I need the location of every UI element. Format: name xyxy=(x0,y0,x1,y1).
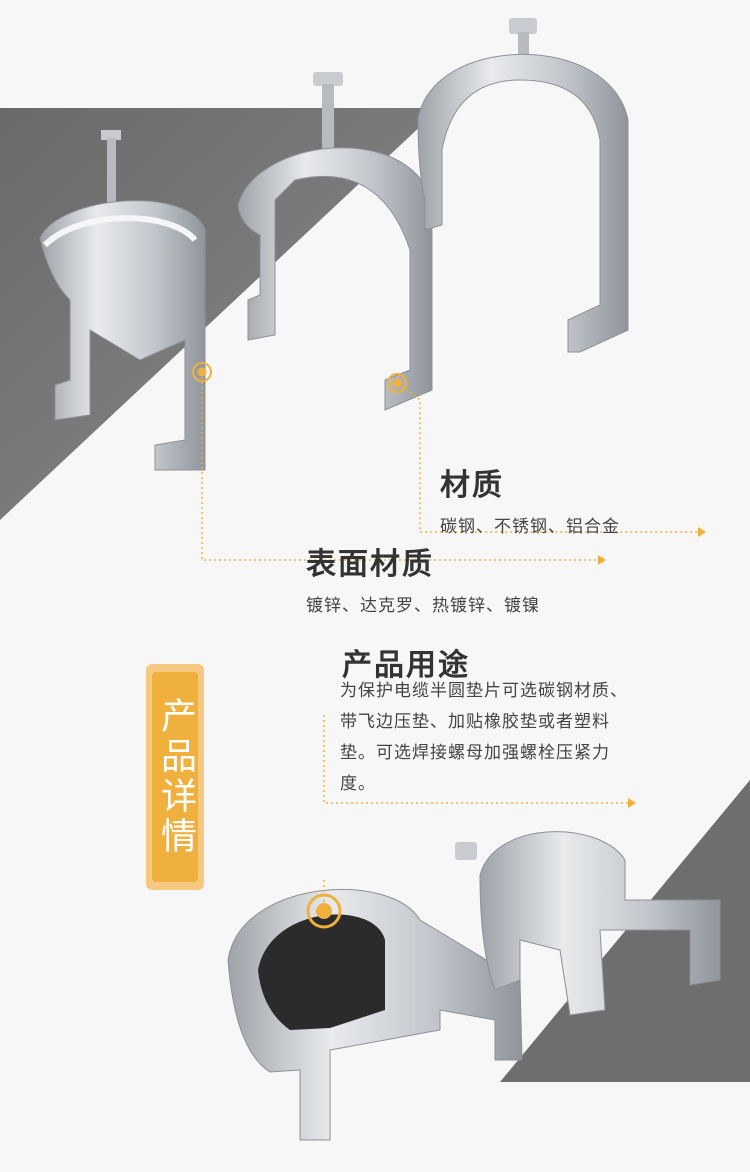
product-detail-tag: 产品详情 xyxy=(146,664,204,890)
surface-feature: 表面材质 镀锌、达克罗、热镀锌、镀镍 xyxy=(306,539,540,616)
clamp-medium-image xyxy=(237,72,433,411)
surface-title: 表面材质 xyxy=(306,547,434,582)
usage-desc: 为保护电缆半圆垫片可选碳钢材质、带飞边压垫、加贴橡胶垫或者塑料垫。可选焊接螺母加… xyxy=(340,681,628,794)
clamp-rubber-image xyxy=(227,888,523,1141)
surface-desc: 镀锌、达克罗、热镀锌、镀镍 xyxy=(306,596,540,616)
usage-title: 产品用途 xyxy=(342,648,470,683)
arrow-right-icon xyxy=(598,527,706,808)
material-feature: 材质 碳钢、不锈钢、铝合金 xyxy=(440,460,620,537)
clamp-small-image xyxy=(39,130,206,471)
bottom-dark-band xyxy=(500,780,750,1082)
material-title: 材质 xyxy=(440,468,504,503)
hotspot-marker-icon xyxy=(192,362,407,929)
clamp-large-image xyxy=(417,18,629,353)
clamp-bolt-image xyxy=(455,831,721,1016)
product-detail-tag-label: 产品详情 xyxy=(152,672,198,882)
material-desc: 碳钢、不锈钢、铝合金 xyxy=(440,517,620,537)
